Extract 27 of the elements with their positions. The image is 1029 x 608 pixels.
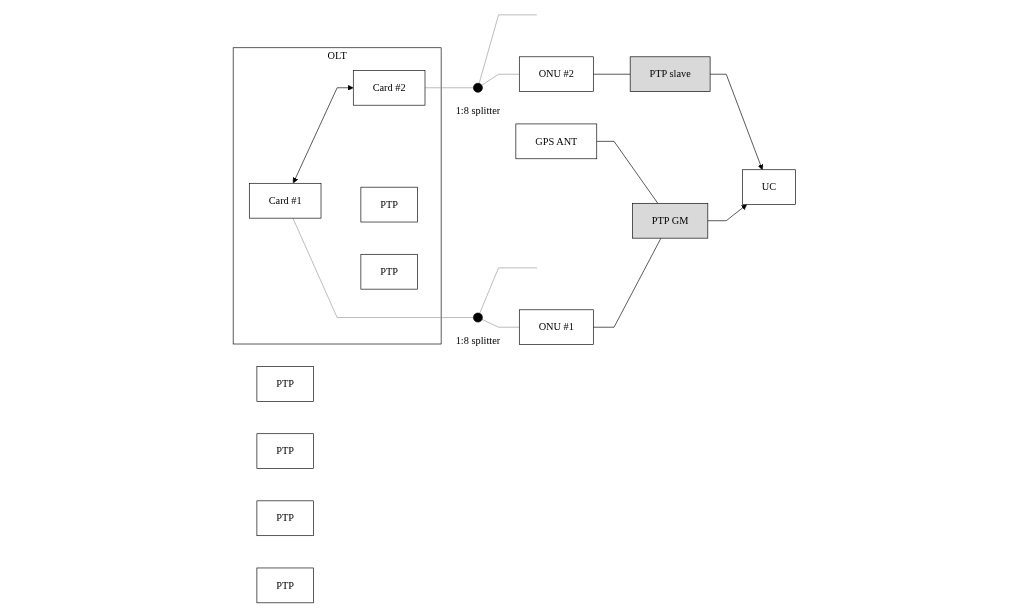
node-box: ONU #1 <box>519 309 594 345</box>
node-box: PTP <box>256 433 314 469</box>
node-box: PTP slave <box>630 56 711 92</box>
connector <box>596 141 659 204</box>
node-box: PTP <box>360 186 418 223</box>
node-circle <box>473 312 483 323</box>
node-box: PTP GM <box>632 203 709 239</box>
connector <box>292 217 474 318</box>
node-label: 1:8 splitter <box>455 334 501 346</box>
connector <box>593 73 631 75</box>
node-label: 1:8 splitter <box>455 105 501 117</box>
node-box: PTP <box>256 567 314 604</box>
connector <box>479 267 538 314</box>
node-box: Card #1 <box>249 182 322 219</box>
connector <box>481 319 520 328</box>
node-box: PTP <box>256 500 314 537</box>
node-box: GPS ANT <box>515 123 598 160</box>
connector <box>479 14 538 84</box>
node-box: PTP <box>256 366 314 402</box>
node-box: Card #2 <box>353 70 426 106</box>
connector <box>424 87 474 89</box>
node-circle <box>473 82 483 93</box>
node-box: ONU #2 <box>519 56 594 92</box>
node-box: UC <box>742 169 796 205</box>
connector <box>593 237 662 328</box>
connector <box>481 73 520 86</box>
node-box: PTP <box>360 253 418 290</box>
